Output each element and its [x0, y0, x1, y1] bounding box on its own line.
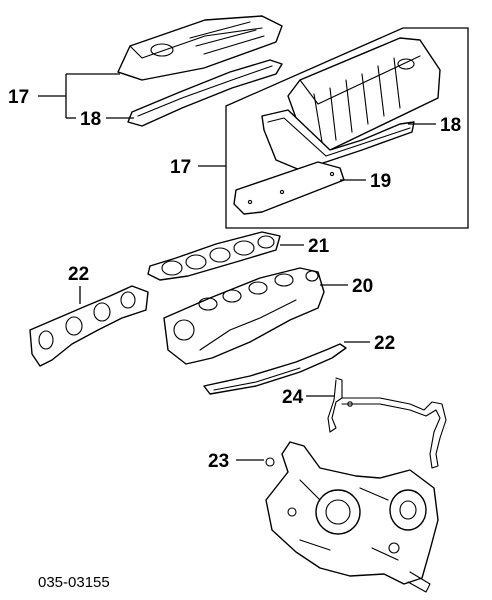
callout-20: 20: [352, 276, 373, 297]
inset-leaders: [198, 123, 436, 181]
catalog-code: 035-03155: [38, 574, 110, 591]
intake-gasket: [147, 231, 281, 281]
callout-22-right: 22: [374, 333, 395, 354]
front-cover-oil-pump: [265, 441, 439, 593]
callout-24: 24: [282, 387, 304, 408]
valve-cover-right: [287, 37, 441, 151]
spark-plug-cover: [233, 161, 345, 215]
timing-cover-gasket: [327, 377, 447, 469]
callout-17-inset: 17: [170, 157, 191, 178]
exhaust-gasket-right: [203, 343, 347, 395]
callout-18-top: 18: [80, 109, 101, 130]
exhaust-gasket-left: [29, 285, 149, 367]
callout-18-inset: 18: [440, 115, 461, 136]
inset-box: [225, 27, 469, 229]
callout-21: 21: [308, 236, 330, 257]
valve-cover-gasket-left: [127, 59, 283, 127]
intake-manifold: [163, 267, 325, 365]
callout-22-left: 22: [68, 264, 89, 285]
valve-cover-gasket-right: [261, 109, 415, 171]
valve-cover-left: [117, 15, 283, 81]
callout-23: 23: [208, 451, 229, 472]
bracket-17-18: [38, 73, 134, 119]
callout-19: 19: [370, 171, 391, 192]
callout-17-top: 17: [8, 87, 29, 108]
